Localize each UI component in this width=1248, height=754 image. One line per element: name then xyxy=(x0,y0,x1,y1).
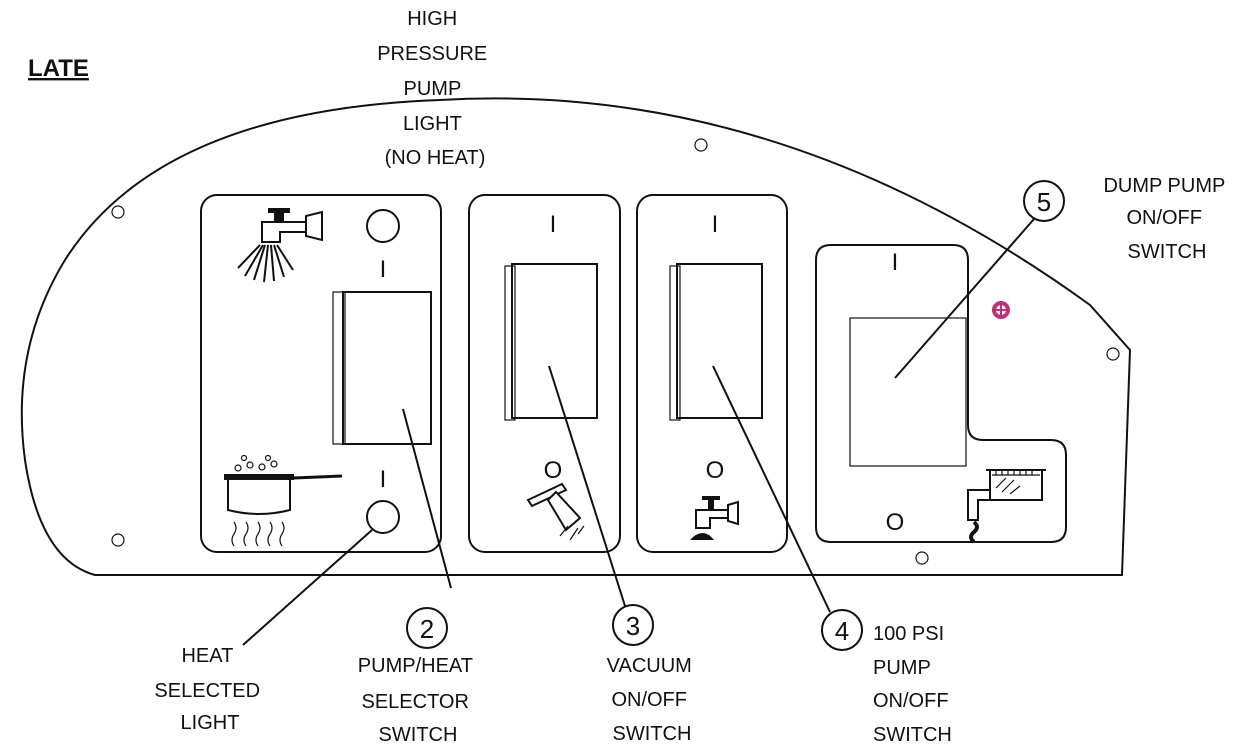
spray-faucet-icon xyxy=(237,208,323,283)
pump-heat-selector-panel xyxy=(200,194,442,553)
leader-line xyxy=(548,365,626,607)
mounting-hole xyxy=(1106,347,1120,361)
panel-outline xyxy=(20,97,1132,576)
mounting-hole xyxy=(111,205,125,219)
callout-2: 2 xyxy=(406,607,448,649)
on-mark: I xyxy=(380,466,387,493)
boiling-pot-icon xyxy=(224,454,343,547)
off-mark: O xyxy=(886,509,905,536)
callout-3: 3 xyxy=(612,604,654,646)
leader-line xyxy=(894,218,1035,379)
leader-line xyxy=(712,365,831,613)
on-mark: I xyxy=(892,249,899,276)
mounting-hole xyxy=(111,533,125,547)
vacuum-switch-label: VACUUM ON/OFF SWITCH xyxy=(607,655,698,745)
on-mark: I xyxy=(712,211,719,238)
faucet-icon xyxy=(690,496,739,540)
high-pressure-light-label: HIGH PRESSURE PUMP LIGHT (NO HEAT) xyxy=(377,8,493,169)
on-mark: I xyxy=(550,211,557,238)
svg-text:2: 2 xyxy=(420,614,434,644)
svg-text:4: 4 xyxy=(835,616,849,646)
pump-heat-selector-switch[interactable] xyxy=(332,291,432,445)
dump-tank-icon xyxy=(967,469,1046,544)
psi-pump-switch[interactable] xyxy=(669,263,763,421)
dump-pump-switch[interactable] xyxy=(849,317,967,467)
dump-pump-switch-label: DUMP PUMP ON/OFF SWITCH xyxy=(1103,175,1230,263)
pump-heat-selector-label: PUMP/HEAT SELECTOR SWITCH xyxy=(358,655,478,746)
callout-5: 5 xyxy=(1023,180,1065,222)
screw-target-icon xyxy=(992,301,1010,319)
dump-pump-switch-panel xyxy=(815,244,1067,543)
page-title: LATE xyxy=(28,55,89,82)
vacuum-wand-icon xyxy=(526,482,585,541)
high-pressure-pump-light xyxy=(366,209,400,243)
vacuum-switch[interactable] xyxy=(504,263,598,421)
heat-selected-light xyxy=(366,500,400,534)
callout-4: 4 xyxy=(821,609,863,651)
psi-pump-switch-panel xyxy=(636,194,788,553)
leader-line xyxy=(402,408,452,589)
heat-selected-light-label: HEAT SELECTED LIGHT xyxy=(154,645,265,734)
svg-text:3: 3 xyxy=(626,611,640,641)
mounting-hole xyxy=(694,138,708,152)
off-mark: O xyxy=(706,457,725,484)
psi-pump-switch-label: 100 PSI PUMP ON/OFF SWITCH xyxy=(873,623,954,746)
mounting-hole xyxy=(915,551,929,565)
leader-line xyxy=(242,529,373,646)
vacuum-switch-panel xyxy=(468,194,621,553)
on-mark: I xyxy=(380,256,387,283)
off-mark: O xyxy=(544,457,563,484)
svg-text:5: 5 xyxy=(1037,187,1051,217)
